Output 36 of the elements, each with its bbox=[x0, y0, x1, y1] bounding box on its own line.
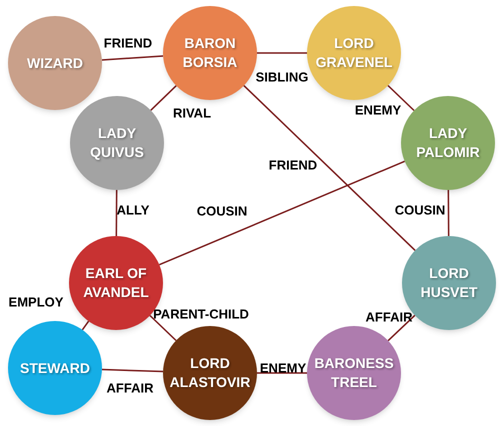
edge-label: ENEMY bbox=[260, 359, 306, 378]
edge-label: EMPLOY bbox=[8, 293, 64, 312]
person-name: LADY QUIVUS bbox=[89, 124, 145, 162]
edge-label: ALLY bbox=[116, 201, 150, 220]
person-name: LORD ALASTOVIR bbox=[169, 354, 251, 392]
connector-line bbox=[82, 320, 90, 330]
edge-label: RIVAL bbox=[172, 104, 212, 122]
connector-line bbox=[243, 85, 416, 251]
person-name: EARL OF AVANDEL bbox=[82, 264, 150, 302]
edge-label: ENEMY bbox=[354, 101, 402, 120]
edge-label: COUSIN bbox=[196, 202, 248, 220]
connector-line bbox=[257, 52, 307, 54]
edge-label: SIBLING bbox=[256, 68, 308, 86]
connector-line bbox=[150, 85, 177, 111]
connector-line bbox=[448, 190, 450, 236]
connector-line bbox=[102, 368, 164, 372]
connector-line bbox=[257, 372, 307, 374]
edge-label: FRIEND bbox=[104, 34, 152, 52]
edge-label: COUSIN bbox=[394, 201, 446, 220]
edge-label: PARENT-CHILD bbox=[153, 305, 249, 324]
edge-label: AFFAIR bbox=[366, 308, 412, 326]
person-name: LADY PALOMIR bbox=[415, 124, 481, 162]
person-name: STEWARD bbox=[19, 358, 91, 378]
connector-line bbox=[116, 190, 118, 236]
connector-line bbox=[149, 314, 177, 342]
person-name: WIZARD bbox=[26, 54, 84, 72]
connector-line bbox=[159, 160, 405, 266]
edge-label: FRIEND bbox=[268, 156, 318, 174]
connector-line bbox=[102, 55, 164, 61]
person-name: BARONESS TREEL bbox=[313, 354, 395, 392]
connector-line bbox=[387, 84, 415, 112]
person-name: LORD GRAVENEL bbox=[314, 34, 394, 72]
person-name: LORD HUSVET bbox=[420, 264, 478, 302]
edge-label: AFFAIR bbox=[106, 379, 154, 398]
person-name: BARON BORSIA bbox=[182, 34, 238, 72]
connector-line bbox=[388, 314, 416, 342]
